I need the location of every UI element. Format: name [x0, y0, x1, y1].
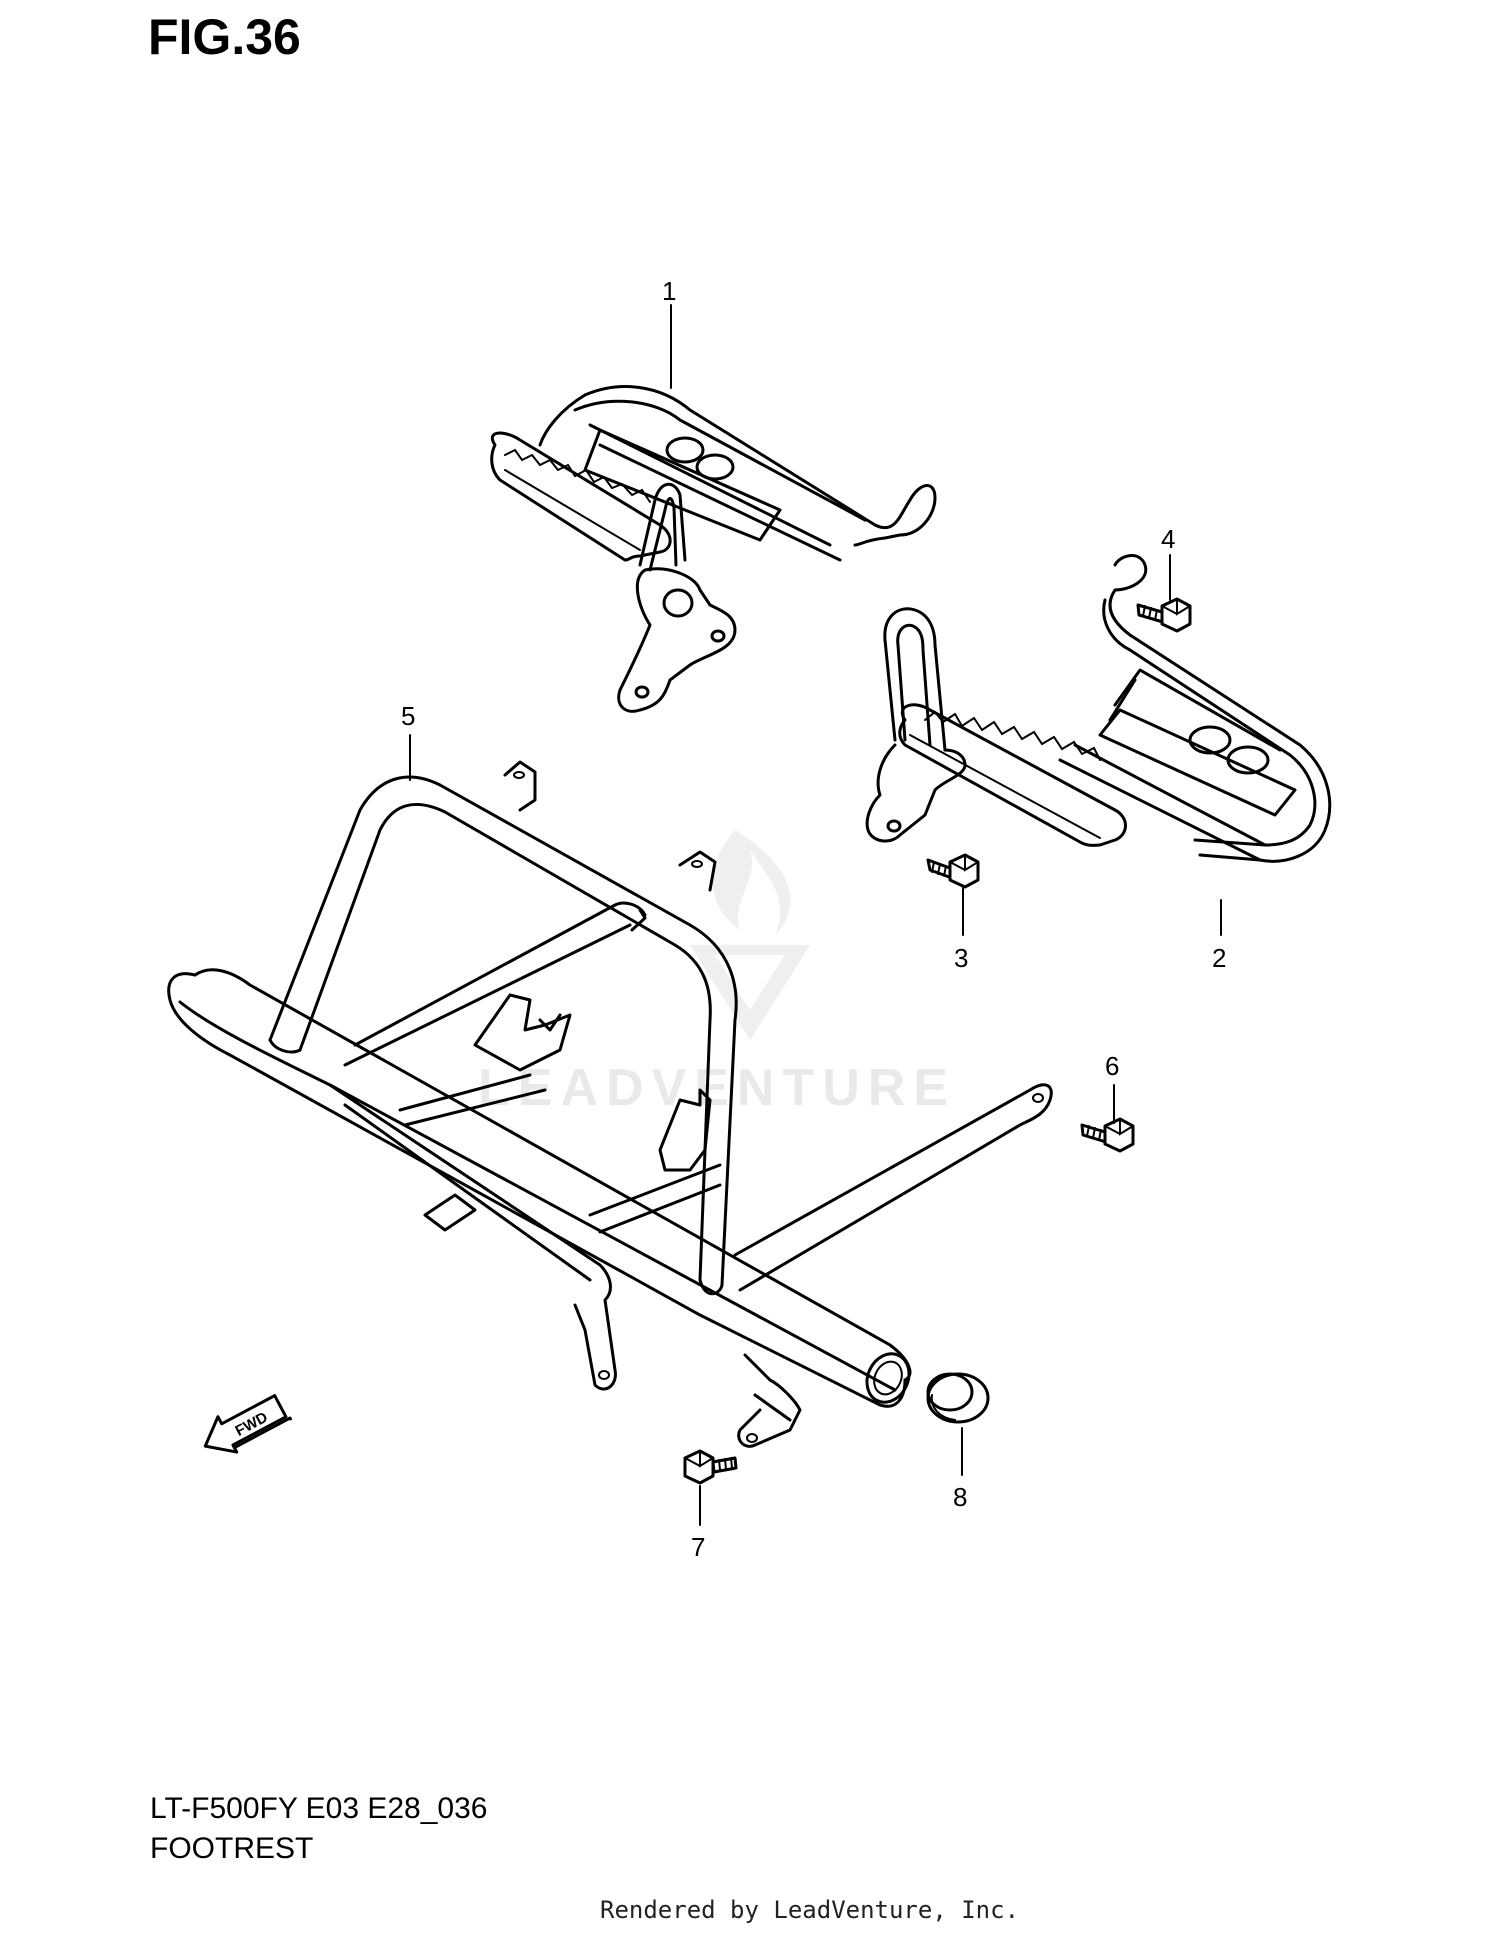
callout-numbers: 1 2 3 4 5 6 7 8	[401, 276, 1226, 1562]
callout-8: 8	[953, 1482, 967, 1512]
footrest-right	[865, 554, 1332, 863]
bolt-6	[1080, 1117, 1135, 1153]
render-credit: Rendered by LeadVenture, Inc.	[600, 1896, 1020, 1924]
watermark-logo	[690, 830, 810, 1040]
bolt-4	[1136, 597, 1192, 633]
callout-6: 6	[1105, 1051, 1119, 1081]
fwd-arrow-icon: FWD	[203, 1394, 292, 1454]
callout-1: 1	[662, 276, 676, 306]
callout-3: 3	[954, 943, 968, 973]
bolt-3	[926, 853, 980, 889]
watermark: LEADVENTURE	[478, 1059, 957, 1117]
callout-2: 2	[1212, 943, 1226, 973]
callout-leaders	[409, 304, 1222, 1526]
end-cap-8	[926, 1372, 990, 1424]
callout-4: 4	[1161, 524, 1175, 554]
footrest-left	[490, 385, 937, 713]
callout-7: 7	[691, 1532, 705, 1562]
callout-5: 5	[401, 701, 415, 731]
figure-title: FIG.36	[148, 9, 301, 65]
bolt-7	[683, 1449, 738, 1485]
section-name: FOOTREST	[150, 1832, 314, 1865]
model-code: LT-F500FY E03 E28_036	[150, 1792, 488, 1825]
front-bumper-frame	[167, 760, 1053, 1448]
